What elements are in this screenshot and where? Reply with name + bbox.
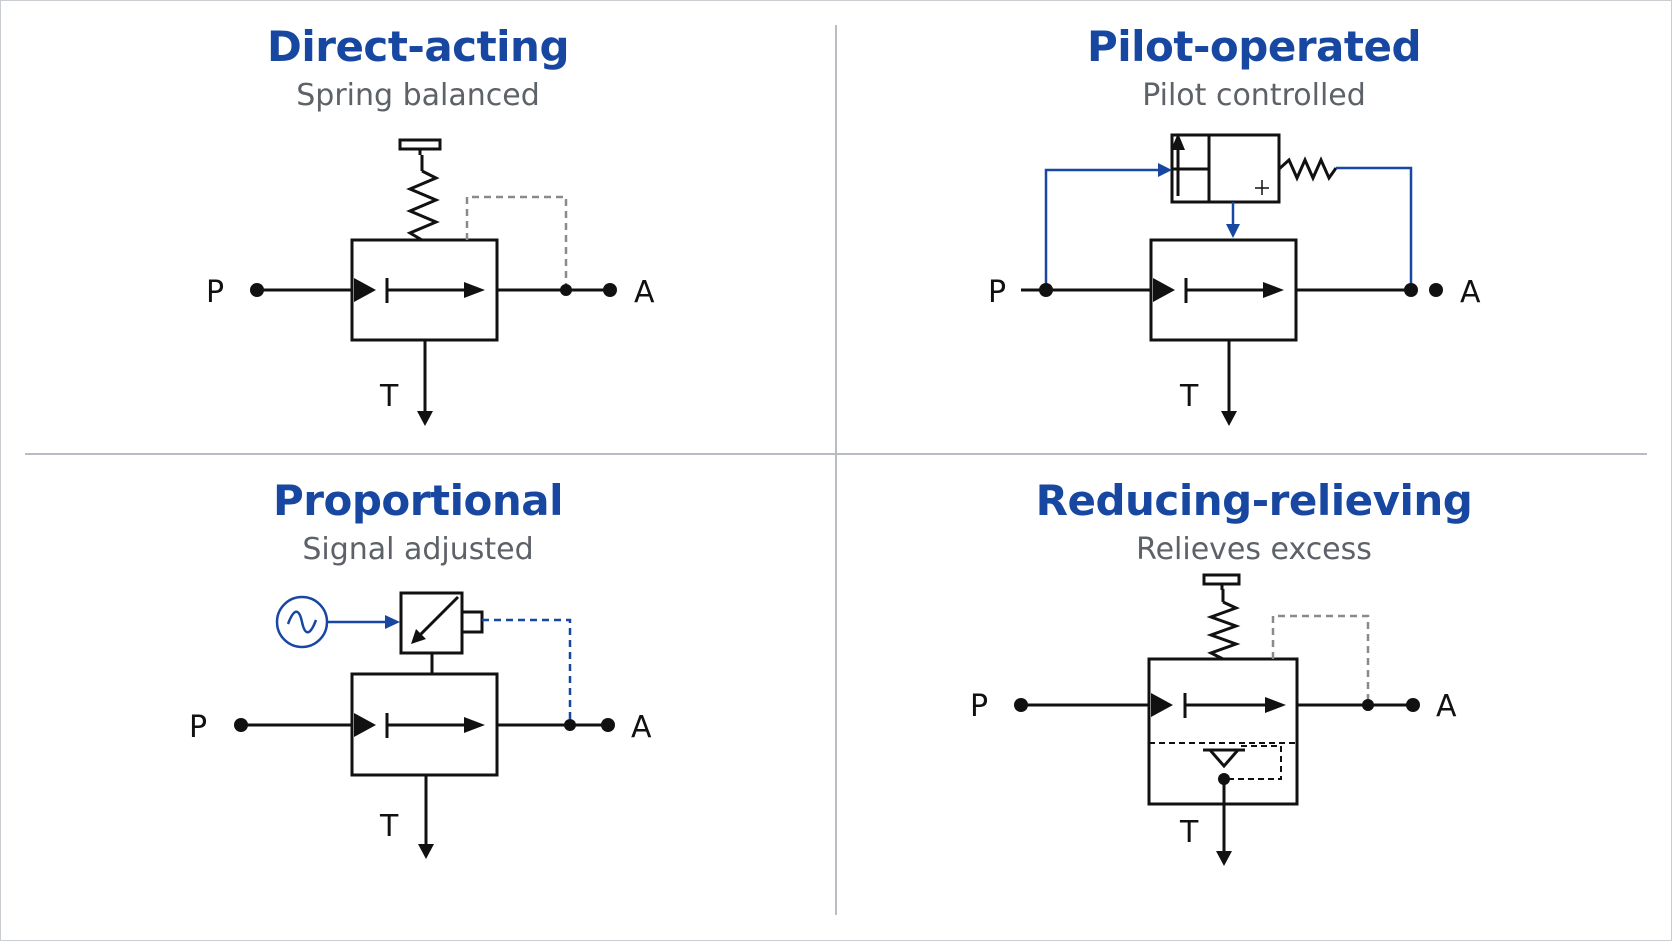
tank-arrow xyxy=(1221,411,1237,426)
spring xyxy=(1206,600,1241,661)
port-a-dot xyxy=(603,283,617,297)
panel-pilot-operated: Pilot-operated Pilot controlled xyxy=(836,0,1672,454)
pilot-spring xyxy=(1277,156,1338,182)
flow-arrow xyxy=(1265,697,1286,713)
panel-subtitle: Relieves excess xyxy=(1136,532,1372,567)
adjust-knob xyxy=(1202,573,1241,586)
panel-title: Reducing-relieving xyxy=(1035,476,1473,525)
pilot-feedback-dashed xyxy=(482,618,572,725)
check-triangle xyxy=(1153,278,1175,302)
check-triangle xyxy=(354,713,376,737)
panel-title: Proportional xyxy=(273,476,563,525)
port-t-label: T xyxy=(379,379,399,414)
port-p-label: P xyxy=(189,710,207,745)
flow-arrow xyxy=(464,282,485,298)
check-triangle xyxy=(354,278,376,302)
panel-subtitle: Spring balanced xyxy=(296,78,540,113)
port-p-label: P xyxy=(970,689,988,724)
port-t-label: T xyxy=(1179,815,1199,850)
panel-reducing-relieving: Reducing-relieving Relieves excess P A T xyxy=(836,454,1672,941)
port-p-dot xyxy=(234,718,248,732)
port-a-label: A xyxy=(631,710,652,745)
tank-arrow xyxy=(417,411,433,426)
proportional-valve-symbol: P A T xyxy=(189,591,652,859)
port-p-label: P xyxy=(206,275,224,310)
pilot-operated-valve-symbol: P A T xyxy=(988,133,1481,426)
pilot-feedback-dashed xyxy=(1271,614,1370,705)
relief-pilot-dashed xyxy=(1224,745,1282,780)
panel-title: Pilot-operated xyxy=(1086,22,1422,71)
port-a-label: A xyxy=(634,275,655,310)
port-p-label: P xyxy=(988,275,1006,310)
port-a-label: A xyxy=(1460,275,1481,310)
check-triangle xyxy=(1151,693,1173,717)
panel-subtitle: Signal adjusted xyxy=(302,532,534,567)
direct-acting-valve-symbol: P A T xyxy=(206,138,655,426)
port-a-dot xyxy=(601,718,615,732)
port-a-label: A xyxy=(1436,689,1457,724)
port-p-dot xyxy=(250,283,264,297)
flow-arrow xyxy=(464,717,485,733)
port-t-label: T xyxy=(1179,379,1199,414)
tank-arrow xyxy=(1216,851,1232,866)
port-p-dot xyxy=(1014,698,1028,712)
flow-arrow xyxy=(1263,282,1284,298)
port-a-dot xyxy=(1429,283,1443,297)
tank-arrow xyxy=(418,844,434,859)
panel-proportional: Proportional Signal adjusted P A T xyxy=(0,454,836,941)
vertical-divider xyxy=(835,25,837,915)
pilot-feedback-dashed xyxy=(465,195,568,290)
reducing-relieving-valve-symbol: P A T xyxy=(970,573,1457,866)
panel-direct-acting: Direct-acting Spring balanced P A T xyxy=(0,0,836,454)
pilot-line-p xyxy=(1044,168,1162,290)
port-t-label: T xyxy=(379,809,399,844)
panel-title: Direct-acting xyxy=(266,22,570,71)
port-a-dot xyxy=(1406,698,1420,712)
panel-subtitle: Pilot controlled xyxy=(1142,78,1366,113)
adjust-knob xyxy=(398,138,442,151)
pilot-line-a xyxy=(1336,166,1413,290)
spring xyxy=(406,169,440,242)
horizontal-divider xyxy=(25,453,1647,455)
